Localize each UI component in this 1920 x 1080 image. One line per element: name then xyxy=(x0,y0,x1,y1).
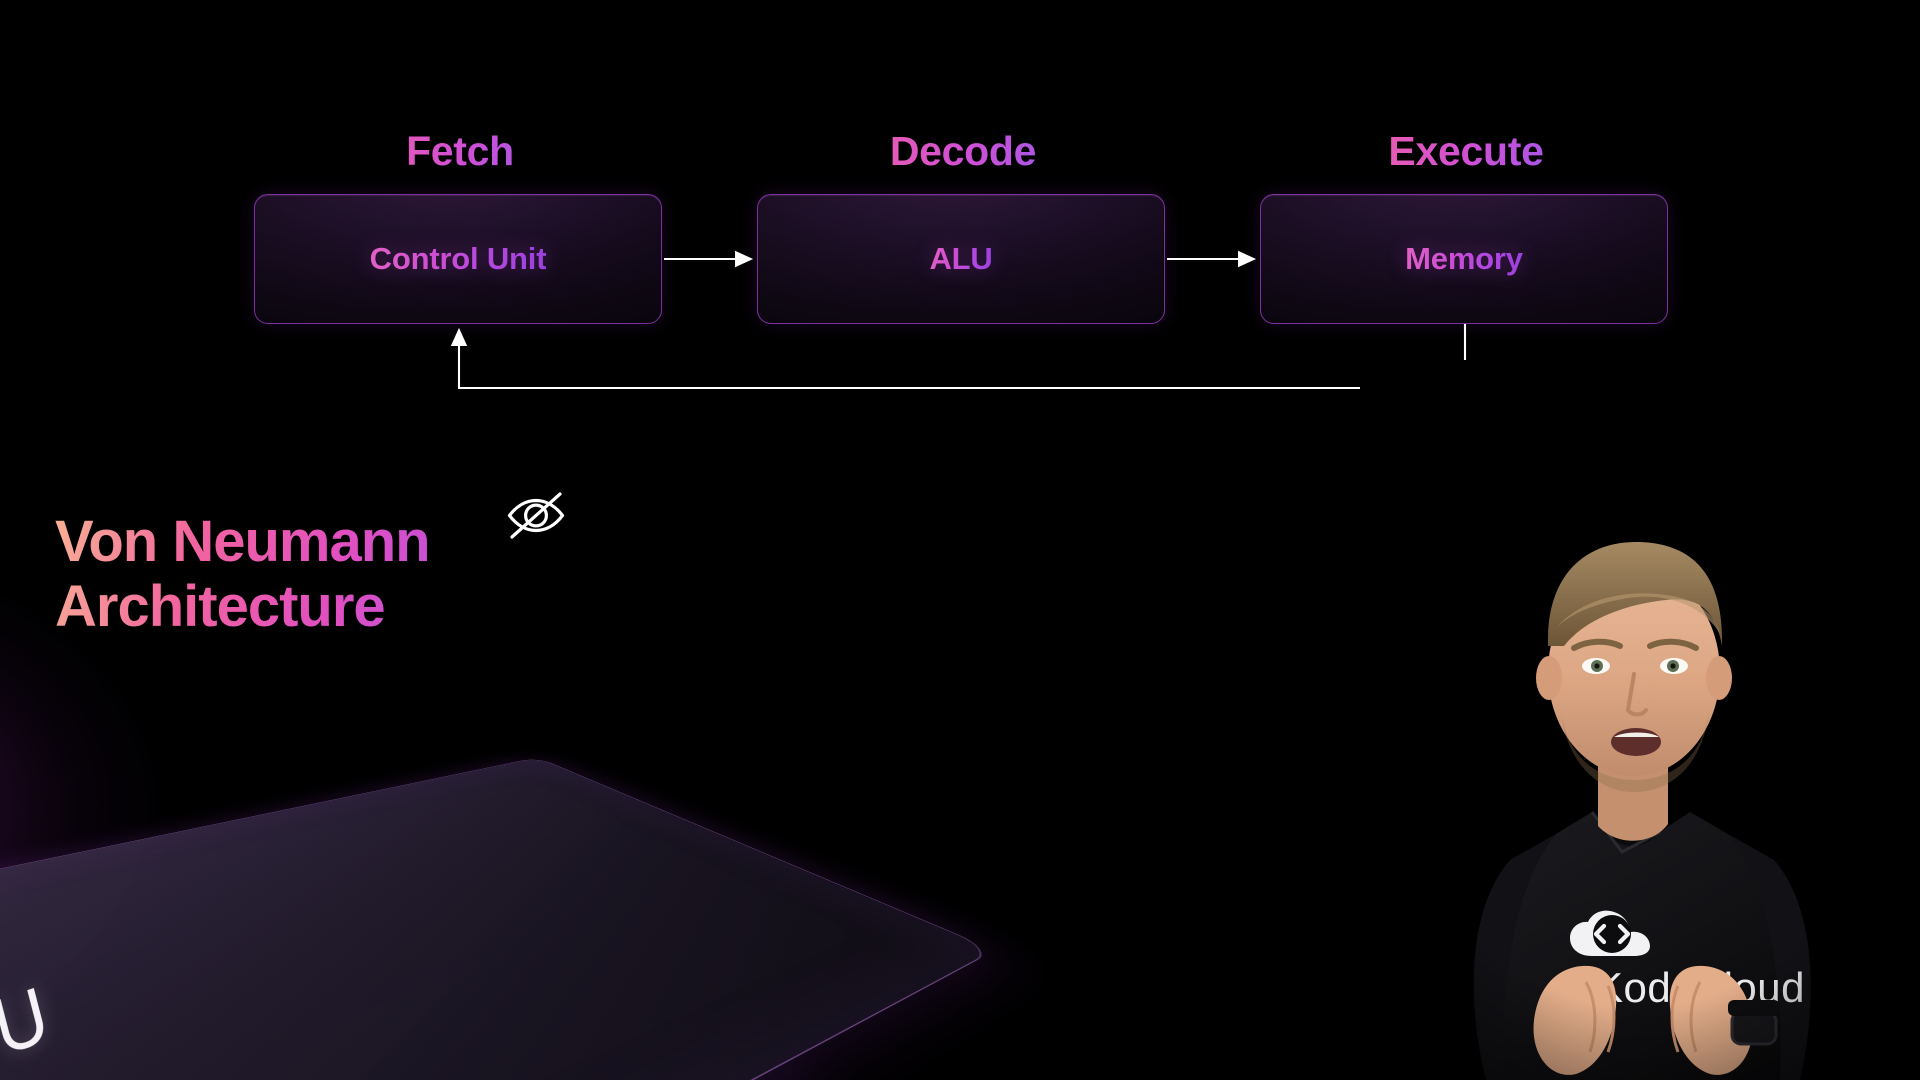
node-label: ALU xyxy=(929,241,993,276)
connector-memory-feedback-to-control-unit xyxy=(450,324,1467,390)
diagram-node-alu[interactable]: ALU xyxy=(757,194,1165,324)
stage-label-fetch: Fetch xyxy=(254,128,666,175)
stage-label-execute: Execute xyxy=(1260,128,1672,175)
eye-off-icon[interactable] xyxy=(503,486,569,544)
node-label: Control Unit xyxy=(369,241,547,276)
diagram-node-memory[interactable]: Memory xyxy=(1260,194,1668,324)
presenter-video: KodeKloud xyxy=(1360,360,1920,1080)
von-neumann-diagram: Fetch Decode Execute Control Unit ALU Me… xyxy=(0,0,1920,420)
stage-label-decode: Decode xyxy=(757,128,1169,175)
cpu-chip-graphic: CPU xyxy=(0,530,1160,1080)
node-label: Memory xyxy=(1405,241,1523,276)
diagram-node-control-unit[interactable]: Control Unit xyxy=(254,194,662,324)
